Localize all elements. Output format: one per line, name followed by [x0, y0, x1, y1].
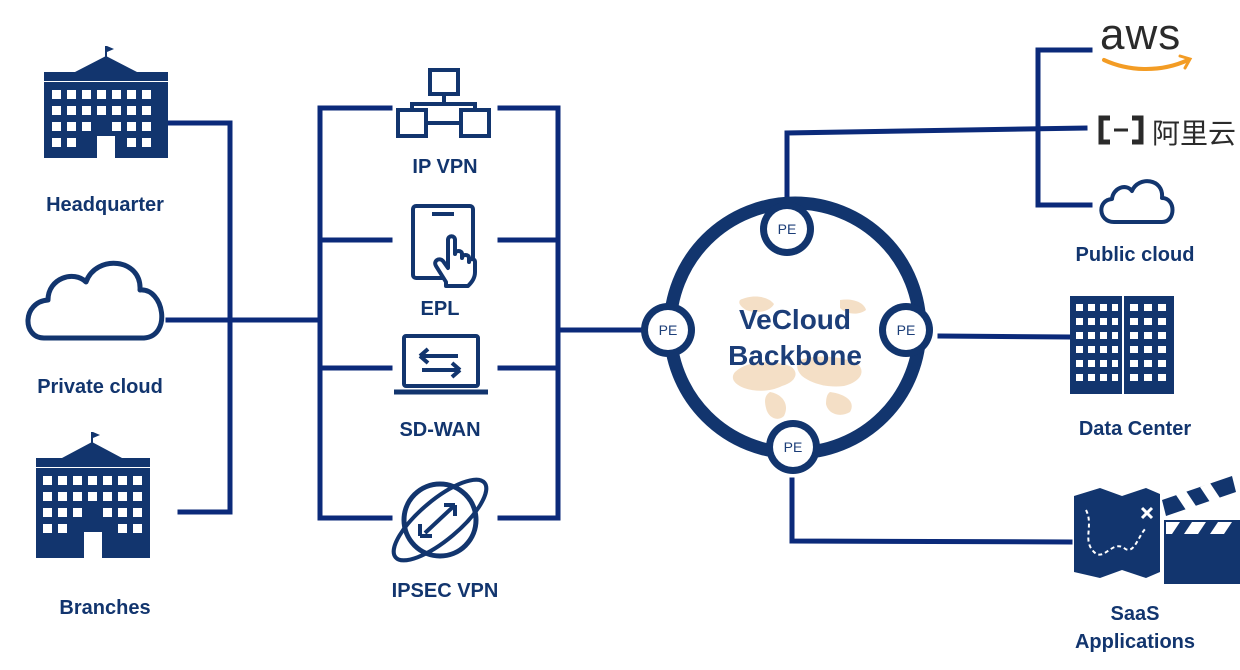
sd-wan-label: SD-WAN	[399, 419, 481, 441]
pe-node-right: PE	[879, 303, 933, 357]
private-cloud-label: Private cloud	[37, 376, 163, 398]
public-cloud-label: Public cloud	[1075, 244, 1195, 266]
ipsec-vpn-label: IPSEC VPN	[391, 580, 499, 602]
saas-label: SaaS Applications	[1060, 600, 1210, 656]
epl-touch-tablet-icon	[411, 204, 477, 288]
aws-logo	[1102, 54, 1193, 71]
public-cloud-trunk	[784, 125, 1088, 208]
saas-map-icon	[1074, 488, 1160, 578]
saas-label-line2: Applications	[1074, 631, 1195, 653]
pe-label: PE	[784, 439, 803, 455]
connection-lines	[165, 47, 1093, 545]
private-cloud-icon	[25, 260, 165, 341]
pe-label: PE	[778, 221, 797, 237]
pe-node-top: PE	[760, 202, 814, 256]
world-map-graphic	[732, 296, 866, 419]
headquarter-label: Headquarter	[46, 194, 164, 216]
pe-label: PE	[897, 322, 916, 338]
datacenter-link	[937, 333, 1071, 340]
saas-clapperboard-icon	[1162, 476, 1240, 584]
backbone-title-line1: VeCloud	[738, 304, 851, 335]
pe-label: PE	[659, 322, 678, 338]
aws-logo-text: aws	[1100, 10, 1182, 59]
epl-label: EPL	[420, 298, 460, 320]
ipsec-vpn-globe-icon	[391, 477, 489, 563]
pe-node-left: PE	[641, 303, 695, 357]
alibaba-cloud-logo-text: 阿里云	[1152, 117, 1237, 150]
headquarter-building-icon	[44, 46, 168, 158]
ip-vpn-network-icon	[396, 68, 491, 138]
data-center-label: Data Center	[1078, 418, 1192, 440]
sd-wan-laptop-icon	[394, 334, 488, 395]
saas-label-line1: SaaS	[1110, 603, 1160, 625]
ip-vpn-label: IP VPN	[412, 156, 478, 178]
branches-label: Branches	[59, 597, 151, 619]
branches-building-icon	[36, 432, 150, 558]
data-center-building-icon	[1070, 296, 1174, 394]
backbone-title-line2: Backbone	[728, 340, 862, 371]
public-cloud-icon	[1099, 179, 1175, 224]
backbone-title: VeCloud Backbone	[700, 302, 890, 374]
saas-link	[789, 477, 1073, 545]
alibaba-cloud-logo	[1098, 115, 1144, 145]
pe-node-bottom: PE	[766, 420, 820, 474]
